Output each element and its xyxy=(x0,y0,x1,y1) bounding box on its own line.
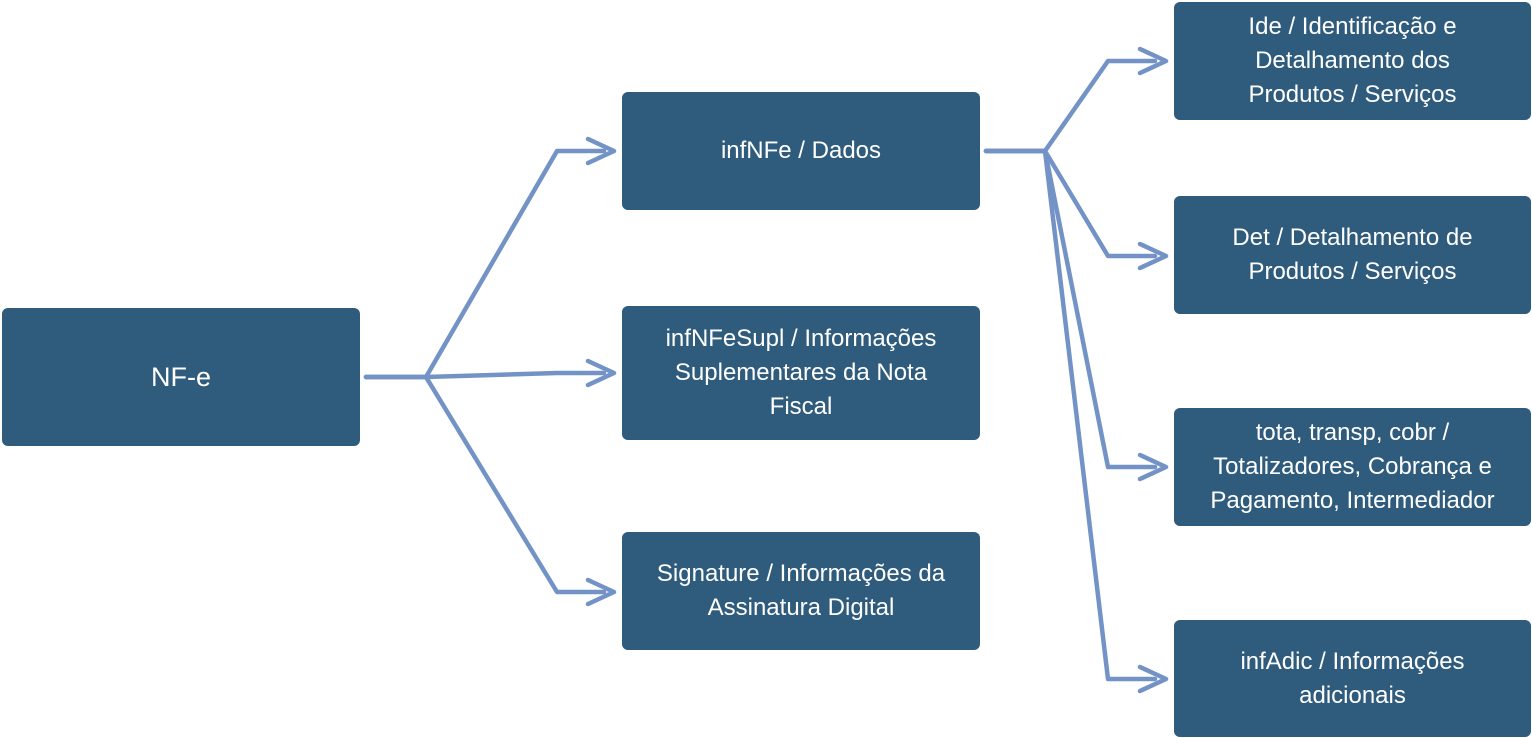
node-infnfe: infNFe / Dados xyxy=(622,92,980,210)
connector-infnfe-tot xyxy=(983,148,1158,470)
connector-infnfe-det xyxy=(983,148,1158,259)
arrowhead-infnfe xyxy=(585,136,617,166)
node-infnfesupl-label: infNFeSupl / Informações Suplementares d… xyxy=(665,325,937,420)
arrowhead-sign xyxy=(585,577,617,607)
connector-root-infnfe xyxy=(363,148,607,380)
connector-infnfe-ide xyxy=(983,58,1158,154)
node-ide: Ide / Identificação e Detalhamento dos P… xyxy=(1174,2,1531,120)
node-signature-label: Signature / Informações da Assinatura Di… xyxy=(656,560,946,621)
node-totalizadores: tota, transp, cobr / Totalizadores, Cobr… xyxy=(1174,408,1531,526)
node-infnfe-label: infNFe / Dados xyxy=(720,137,882,164)
arrowhead-ide xyxy=(1137,46,1169,76)
node-det-label: Det / Detalhamento de Produtos / Serviço… xyxy=(1232,224,1473,285)
arrowhead-det xyxy=(1137,241,1169,271)
node-infadic: infAdic / Informações adicionais xyxy=(1174,620,1531,737)
connector-infnfe-infadic xyxy=(983,148,1158,682)
arrowhead-supl xyxy=(585,358,617,388)
node-infadic-label: infAdic / Informações adicionais xyxy=(1240,647,1465,709)
node-nfe: NF-e xyxy=(2,308,360,446)
node-totalizadores-label: tota, transp, cobr / Totalizadores, Cobr… xyxy=(1210,419,1495,514)
node-nfe-label: NF-e xyxy=(151,362,211,392)
node-infnfesupl: infNFeSupl / Informações Suplementares d… xyxy=(622,306,980,440)
node-signature: Signature / Informações da Assinatura Di… xyxy=(622,532,980,650)
node-ide-label: Ide / Identificação e Detalhamento dos P… xyxy=(1248,13,1457,108)
connector-root-sign xyxy=(363,374,607,595)
arrowhead-infadic xyxy=(1137,664,1169,694)
arrowhead-tot xyxy=(1137,452,1169,482)
node-det: Det / Detalhamento de Produtos / Serviço… xyxy=(1174,196,1531,314)
